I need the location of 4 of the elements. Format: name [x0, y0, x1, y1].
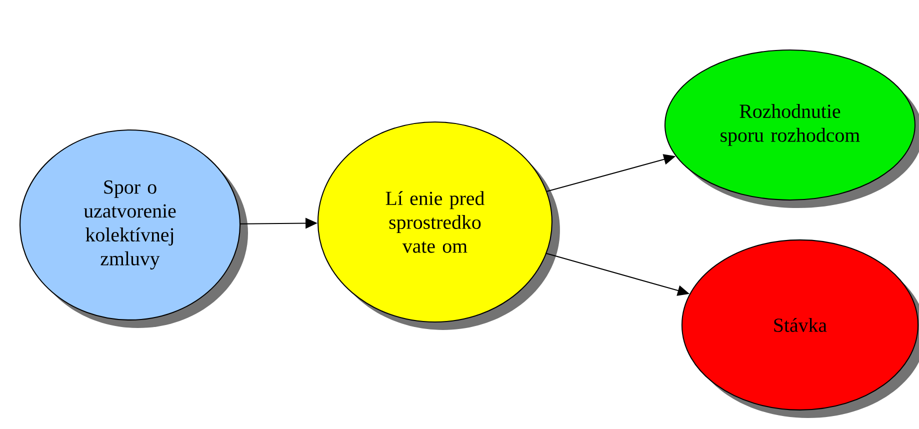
- ellipse-node: Lí enie pred sprostredko vate om: [317, 121, 560, 330]
- ellipse-node: Spor o uzatvorenie kolektívnej zmluvy: [19, 129, 248, 328]
- ellipse-node: Stávka: [681, 239, 919, 418]
- ellipse-node: Rozhodnutie sporu rozhodcom: [664, 49, 919, 208]
